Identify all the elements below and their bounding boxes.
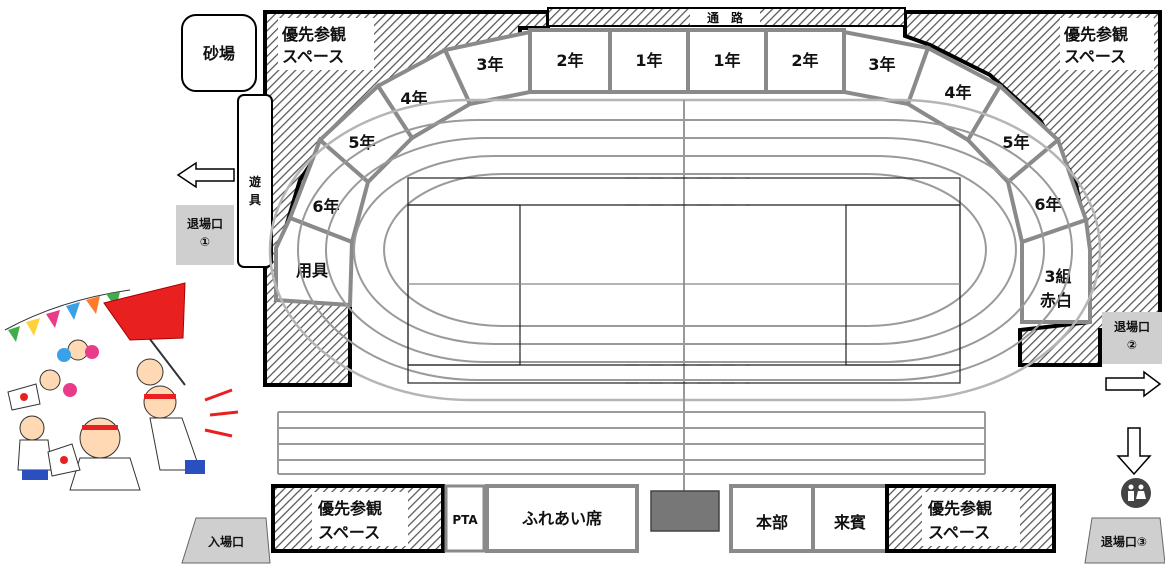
priority-viewing-bottom-left-line2: スペース (318, 523, 380, 542)
priority-viewing-bottom-right: 優先参観 スペース (885, 484, 1056, 553)
seat-left-2nen: 2年 (556, 51, 583, 70)
exit-2-line1: 退場口 (1114, 319, 1150, 334)
seat-right-1nen: 1年 (713, 51, 740, 70)
seat-right-5nen: 5年 (1002, 133, 1029, 152)
pta-box: PTA (444, 484, 486, 553)
priority-viewing-top-right-line2: スペース (1064, 47, 1126, 66)
priority-viewing-bottom-right-line2: スペース (928, 523, 990, 542)
exit-1-line1: 退場口 (187, 216, 223, 231)
priority-viewing-top-right: 優先参観 スペース (1060, 18, 1154, 70)
equipment-shed-label-2: 具 (249, 193, 261, 207)
equipment-shed-label-1: 遊 (249, 174, 261, 189)
priority-viewing-top-left-line2: スペース (282, 47, 344, 66)
passage-label: 通 路 (707, 10, 744, 25)
priority-viewing-top-left-line1: 優先参観 (281, 25, 346, 44)
seat-left-4nen: 4年 (400, 89, 427, 108)
student-seats (274, 28, 1092, 324)
guests-label: 来賓 (833, 513, 866, 532)
field-court (407, 177, 961, 384)
exit-3-label: 退場口③ (1101, 534, 1147, 549)
exit-1: 退場口 ① (176, 205, 234, 265)
down-arrow-icon (1116, 427, 1152, 476)
student-seat-labels: 3年 2年 1年 1年 2年 3年 4年 5年 6年 4年 5年 6年 3組 赤… (296, 51, 1072, 310)
priority-viewing-top-right-line1: 優先参観 (1063, 25, 1128, 44)
priority-viewing-bottom-left-line1: 優先参観 (317, 499, 382, 518)
exit-2-line2: ② (1127, 338, 1137, 352)
dark-block (650, 490, 720, 532)
equipment-shed: 遊 具 (237, 94, 273, 268)
fureai-seats: ふれあい席 (485, 484, 639, 553)
running-track (268, 98, 1102, 500)
priority-viewing-bottom-left: 優先参観 スペース (271, 484, 445, 553)
left-arrow-icon (176, 161, 235, 189)
seat-right-6nen: 6年 (1034, 195, 1061, 214)
exit-1-line2: ① (200, 235, 210, 249)
sandbox: 砂場 (181, 14, 257, 92)
sandbox-label: 砂場 (203, 44, 235, 63)
seat-left-6nen: 6年 (312, 197, 339, 216)
headquarters: 本部 (729, 484, 815, 553)
sports-day-illustration (4, 282, 239, 491)
entrance: 入場口 (181, 517, 271, 564)
passage-strip: 通 路 (547, 7, 906, 27)
seat-right-2nen: 2年 (791, 51, 818, 70)
seat-right-3nen: 3年 (868, 55, 895, 74)
seat-3kumi-line1: 3組 (1044, 267, 1071, 286)
fureai-seats-label: ふれあい席 (522, 509, 602, 528)
right-arrow-icon (1105, 370, 1162, 398)
seat-right-4nen: 4年 (944, 83, 971, 102)
guests: 来賓 (811, 484, 889, 553)
exit-3: 退場口③ (1084, 517, 1165, 564)
seat-3kumi-line2: 赤白 (1040, 291, 1072, 310)
seat-left-1nen: 1年 (635, 51, 662, 70)
entrance-label: 入場口 (208, 534, 244, 549)
seat-left-5nen: 5年 (348, 133, 375, 152)
priority-viewing-top-left: 優先参観 スペース (278, 18, 374, 70)
seat-left-3nen: 3年 (476, 55, 503, 74)
pta-label: PTA (452, 513, 478, 527)
headquarters-label: 本部 (756, 513, 788, 532)
priority-viewing-bottom-right-line1: 優先参観 (927, 499, 992, 518)
restroom-icon (1121, 478, 1151, 508)
supplies-label: 用具 (296, 261, 328, 280)
exit-2: 退場口 ② (1102, 312, 1162, 364)
